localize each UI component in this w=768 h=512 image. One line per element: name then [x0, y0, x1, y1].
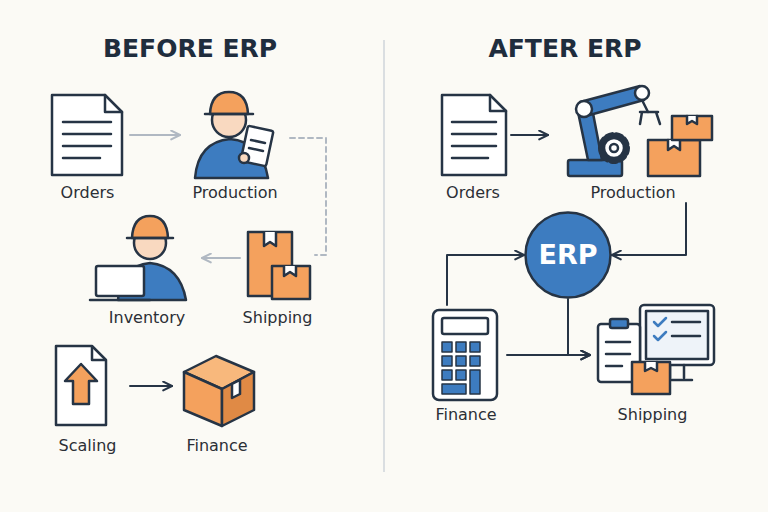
node-label: Shipping [220, 308, 335, 328]
robot-arm-icon [568, 86, 712, 176]
process-node: Inventory [92, 205, 202, 328]
node-label: Scaling [25, 436, 150, 456]
node-label: Production [160, 183, 310, 203]
process-node: Finance [425, 305, 507, 425]
process-node: Production [180, 80, 290, 203]
flow-arrow [511, 134, 548, 136]
node-label: Orders [25, 183, 150, 203]
section-heading: BEFORE ERP [60, 34, 320, 64]
document-icon [52, 95, 122, 175]
node-label: Production [528, 183, 738, 203]
node-label: ERP [524, 211, 612, 299]
process-node: Orders [45, 88, 130, 203]
process-node: Orders [435, 88, 511, 203]
node-label: Shipping [570, 405, 735, 425]
flow-arrow [130, 134, 180, 136]
box-icon [184, 356, 254, 426]
process-node: Production [548, 80, 718, 203]
process-node: Scaling [45, 340, 130, 456]
shipping-screen-icon [598, 305, 714, 394]
flow-arrow [447, 255, 524, 305]
node-label: Inventory [72, 308, 222, 328]
flow-arrow [130, 385, 172, 387]
worker-laptop-icon [90, 216, 186, 300]
section-heading: AFTER ERP [435, 34, 695, 64]
calculator-icon [433, 310, 497, 400]
flow-arrow [202, 257, 240, 259]
process-node: Finance [172, 350, 262, 456]
worker-icon [195, 92, 273, 178]
node-label: Orders [415, 183, 531, 203]
document-icon [442, 95, 506, 175]
hub-circle: ERP [524, 211, 612, 299]
divider-line [383, 40, 385, 472]
node-label: Finance [405, 405, 527, 425]
flow-arrow [507, 354, 590, 356]
flow-arrow [568, 299, 590, 355]
process-node: Shipping [590, 300, 715, 425]
scaling-icon [56, 346, 106, 425]
node-label: Finance [152, 436, 282, 456]
process-node: Shipping [240, 225, 315, 328]
flow-arrow [290, 138, 326, 255]
boxes-icon [248, 232, 310, 299]
flow-arrow [612, 203, 686, 255]
